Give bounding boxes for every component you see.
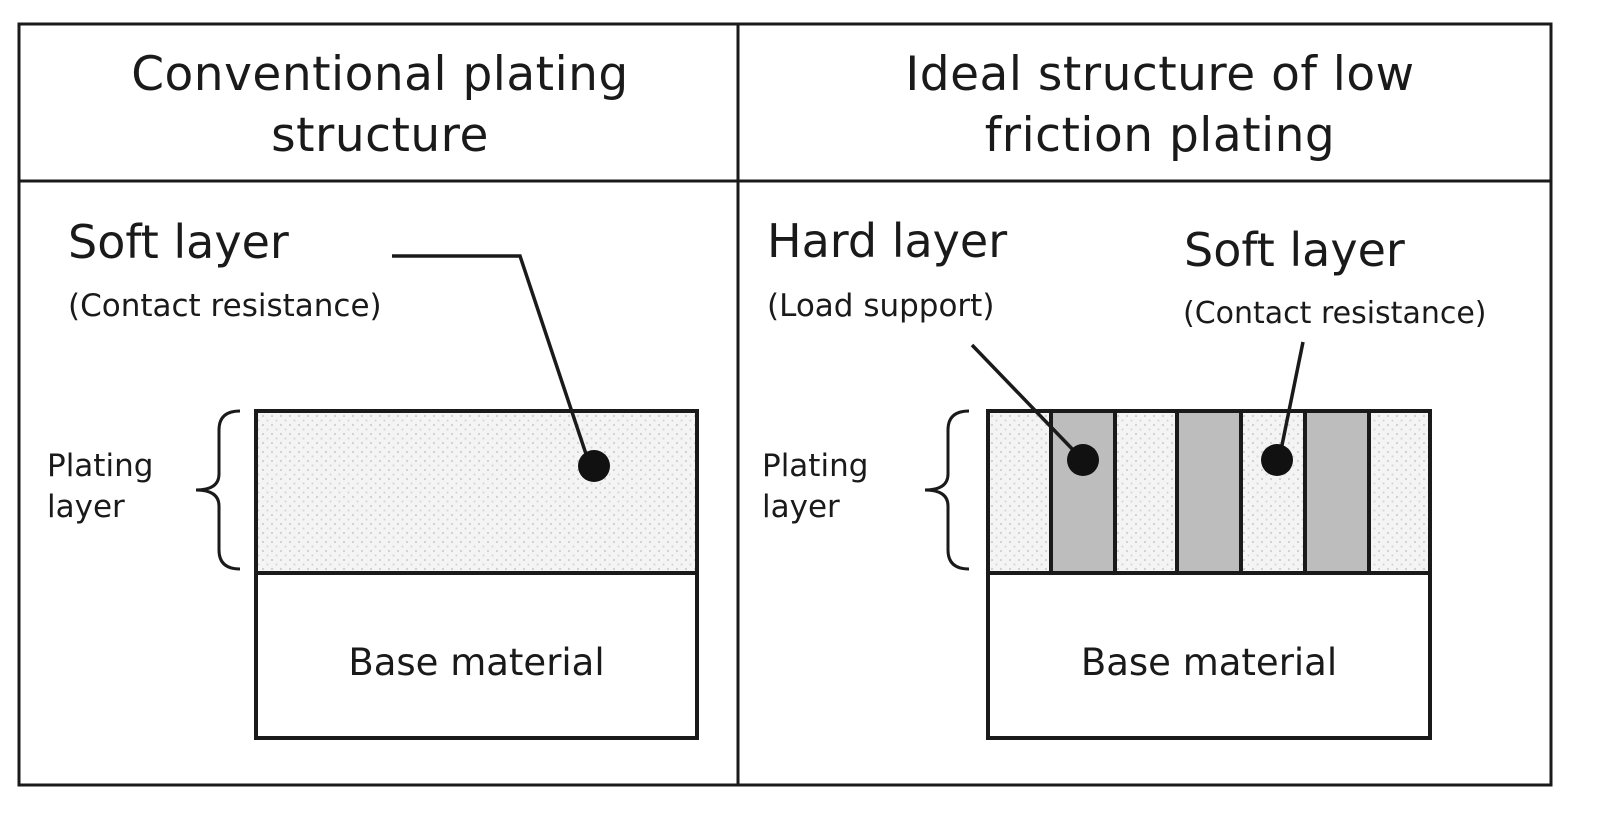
hard-column-3 xyxy=(1303,409,1371,575)
left-plating-brace xyxy=(195,409,241,571)
left-header: Conventional plating structure xyxy=(131,47,629,163)
hard-layer-note: (Load support) xyxy=(767,288,995,324)
outer-frame xyxy=(17,22,1553,787)
hard-layer-title: Hard layer xyxy=(767,214,1008,268)
left-soft-layer xyxy=(254,409,699,575)
right-soft-layer-leader xyxy=(1278,341,1305,456)
hard-layer-marker xyxy=(1067,444,1099,476)
right-soft-layer-title: Soft layer xyxy=(1184,223,1405,277)
right-header: Ideal structure of low friction plating xyxy=(905,47,1415,163)
left-base-material xyxy=(254,571,699,740)
left-soft-layer-note: (Contact resistance) xyxy=(68,288,382,324)
right-plating-label-line2: layer xyxy=(762,489,840,525)
right-soft-layer-note: (Contact resistance) xyxy=(1183,296,1487,331)
hard-layer-leader xyxy=(970,343,1080,457)
left-soft-layer-title: Soft layer xyxy=(68,215,289,269)
right-base-material xyxy=(986,571,1432,740)
hard-column-2 xyxy=(1175,409,1243,575)
left-soft-layer-leader xyxy=(392,254,591,464)
right-base-material-label: Base material xyxy=(1080,641,1338,684)
right-plating-label-line1: Plating xyxy=(762,448,869,484)
right-plating-brace xyxy=(924,409,970,571)
right-soft-layer-marker xyxy=(1261,444,1293,476)
left-plating-label-line2: layer xyxy=(47,489,125,525)
left-soft-layer-marker xyxy=(578,450,610,482)
left-plating-label-line1: Plating xyxy=(47,448,154,484)
left-base-material-label: Base material xyxy=(348,641,605,684)
